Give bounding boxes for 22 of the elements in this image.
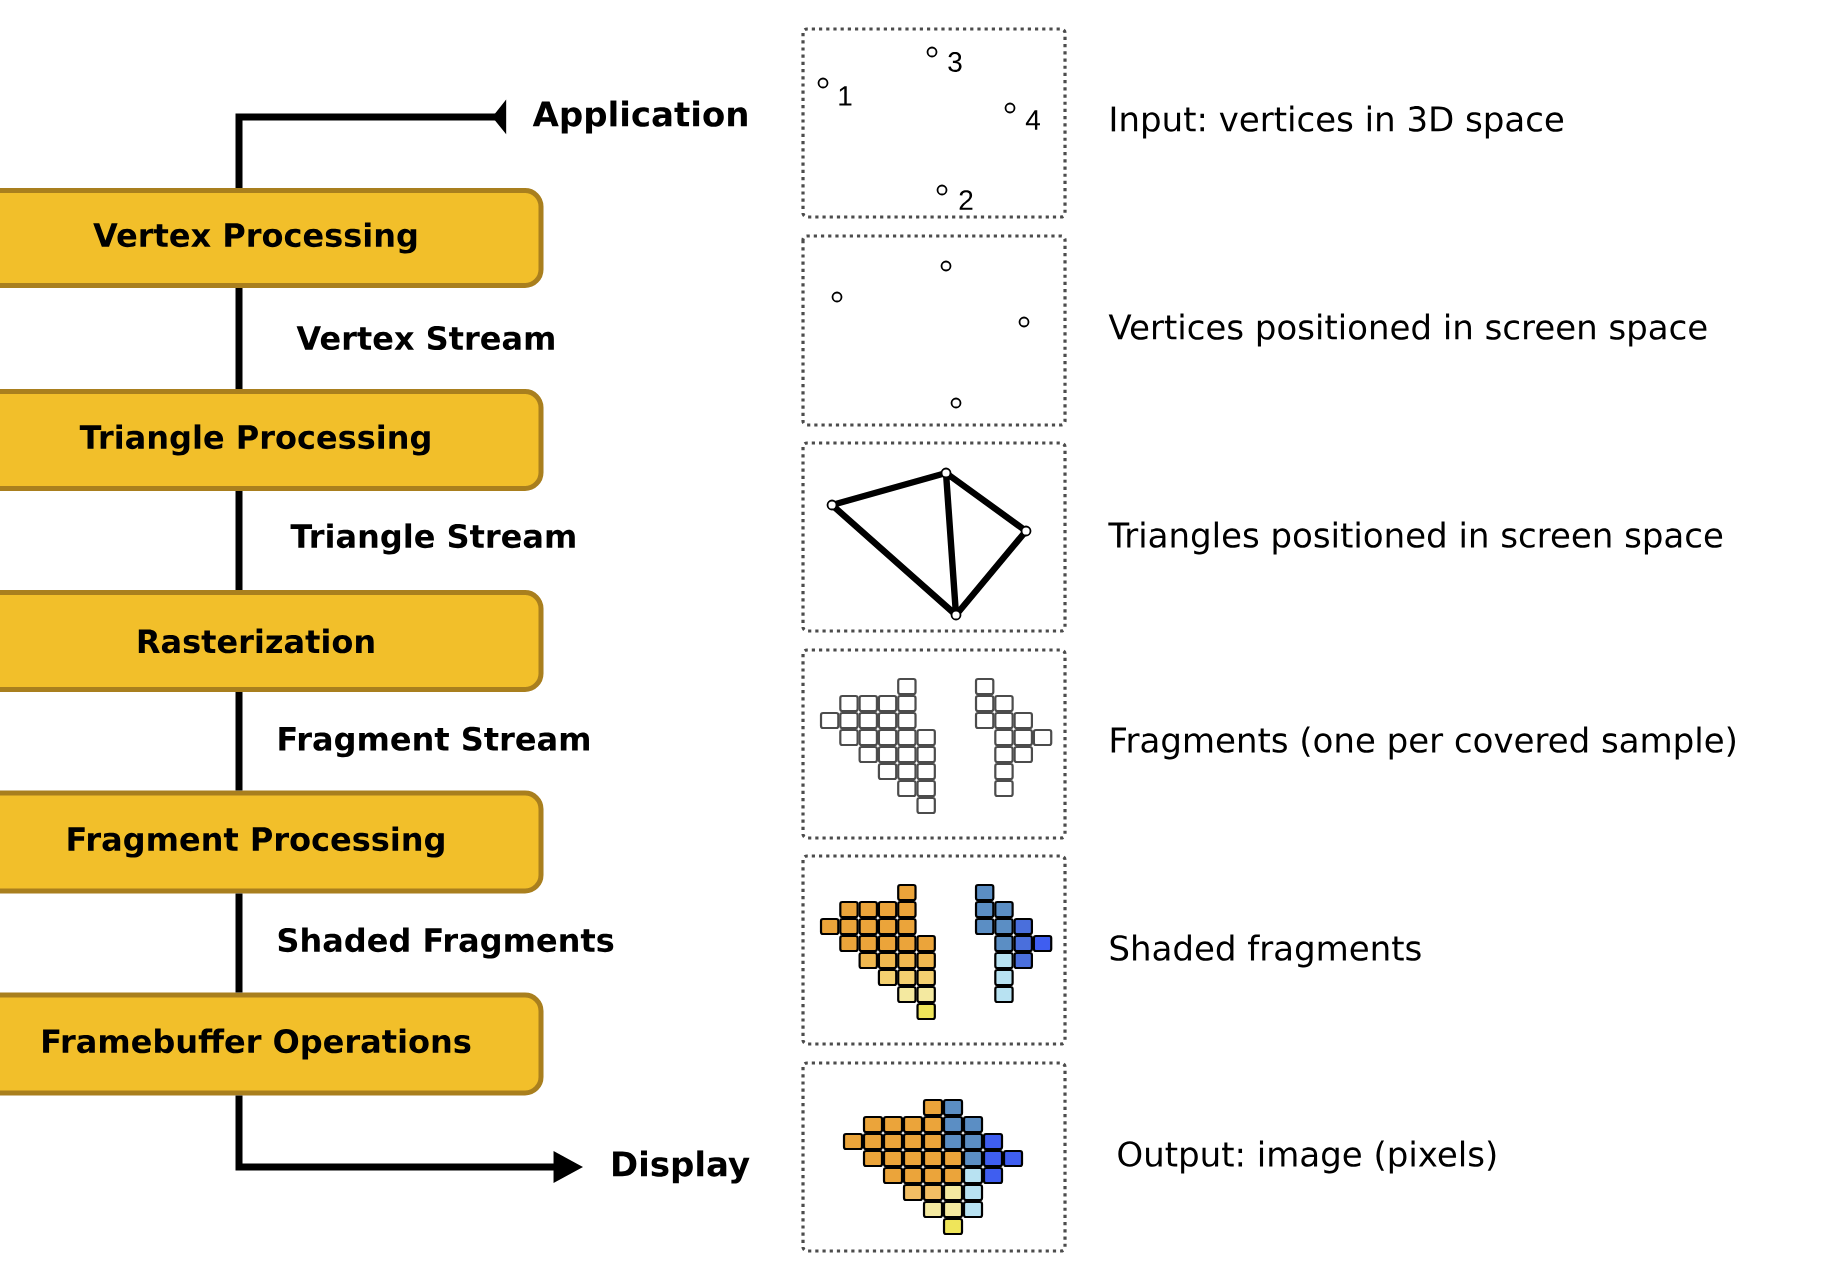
edge-label: Triangle Stream — [286, 519, 582, 559]
stage-label: Application — [532, 100, 747, 134]
description-text: Vertices positioned in screen space — [1108, 313, 1707, 347]
description-text: Output: image (pixels) — [1118, 1140, 1496, 1174]
stage-label: Display — [613, 1150, 750, 1184]
point-number: 3 — [948, 52, 962, 72]
process-box: Vertex Processing — [0, 188, 544, 288]
process-box: Triangle Processing — [0, 389, 544, 491]
description-text: Input: vertices in 3D space — [1111, 105, 1563, 139]
edge-label: Shaded Fragments — [272, 923, 619, 963]
point-number: 1 — [839, 86, 852, 106]
description-text: Shaded fragments — [1110, 934, 1421, 968]
process-box: Fragment Processing — [0, 790, 544, 894]
process-box: Rasterization — [0, 590, 544, 692]
description-text: Fragments (one per covered sample) — [1111, 726, 1735, 760]
point-number: 2 — [959, 190, 973, 210]
edge-label: Vertex Stream — [292, 321, 561, 355]
point-number: 4 — [1025, 110, 1040, 130]
description-text: Triangles positioned in screen space — [1108, 521, 1723, 555]
process-box: Framebuffer Operations — [0, 992, 544, 1096]
connector-line — [235, 893, 243, 993]
edge-label: Fragment Stream — [272, 722, 596, 762]
